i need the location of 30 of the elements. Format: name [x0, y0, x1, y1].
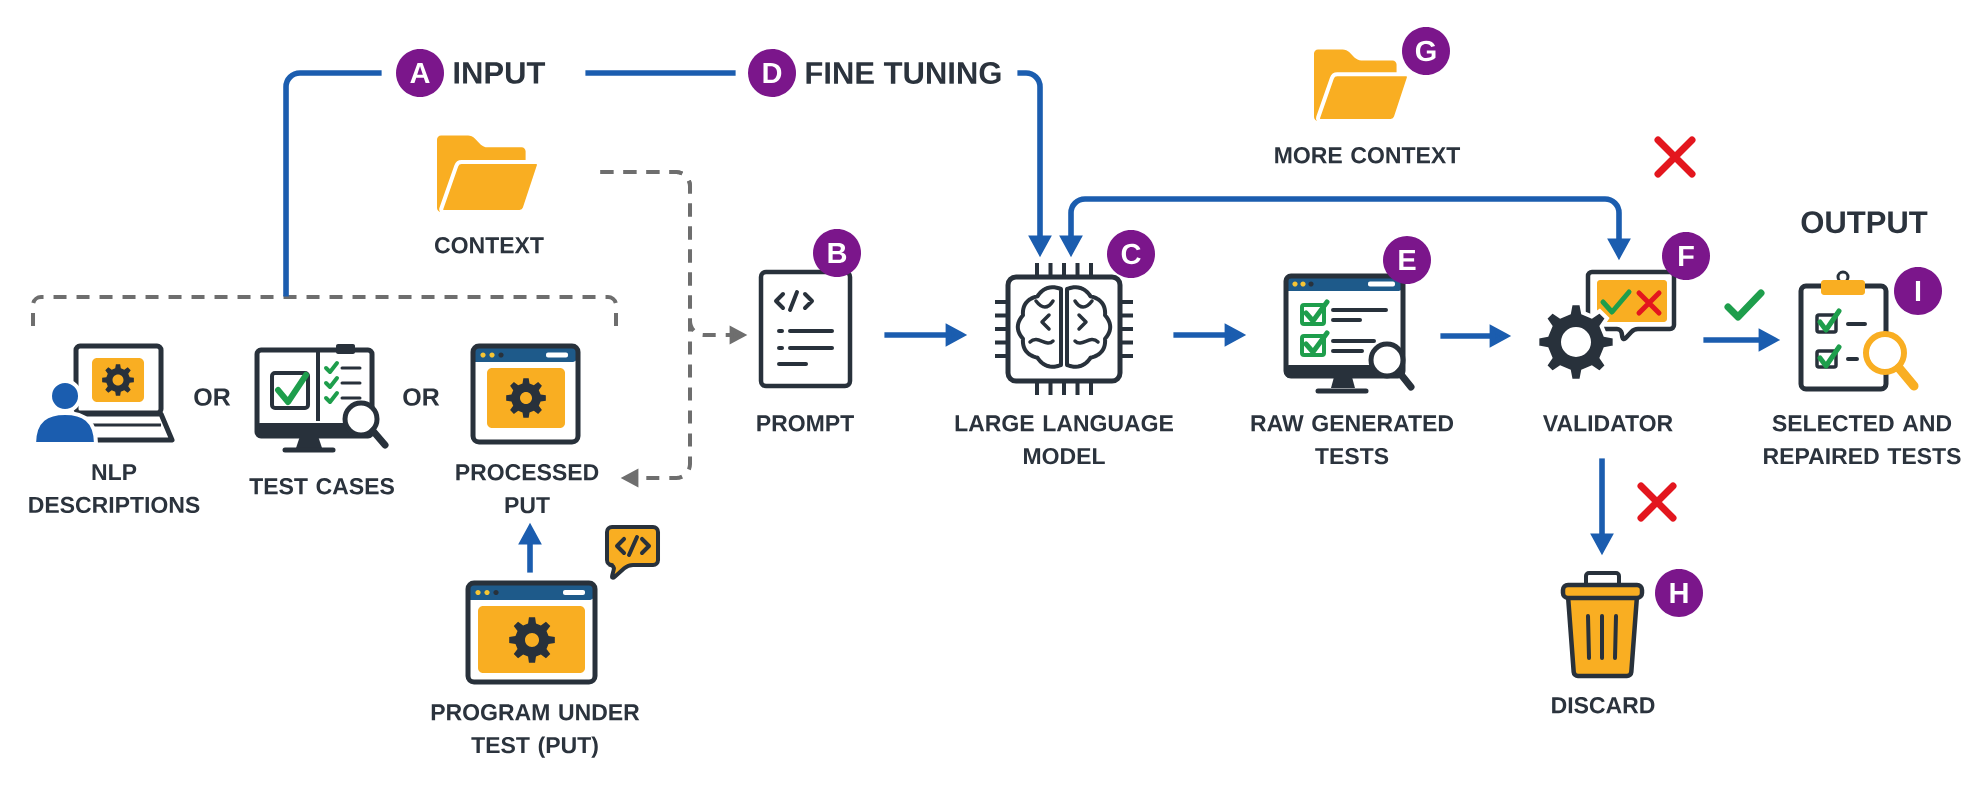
- separator-text: OR: [403, 388, 440, 406]
- section-heading: OUTPUT: [1801, 211, 1928, 234]
- connector-line: [585, 70, 736, 76]
- section-heading: FINE TUNING: [806, 62, 1001, 84]
- icon-caption: PROGRAM UNDER TEST (PUT): [431, 704, 640, 758]
- letter-badge: B: [813, 229, 861, 277]
- icon-caption: TEST CASES: [249, 478, 394, 495]
- letter-badge: C: [1107, 230, 1155, 278]
- icon-caption: RAW GENERATED TESTS: [1251, 415, 1454, 465]
- icon-caption: NLP DESCRIPTIONS: [29, 464, 200, 514]
- dashed-bracket: [31, 295, 618, 326]
- icon-caption: PROMPT: [757, 415, 854, 432]
- icon-caption: MORE CONTEXT: [1275, 147, 1460, 164]
- letter-badge: E: [1383, 236, 1431, 284]
- icon-caption: CONTEXT: [435, 237, 544, 254]
- letter-badge: I: [1894, 267, 1942, 315]
- connector-line: [283, 70, 382, 297]
- section-heading: INPUT: [454, 62, 546, 84]
- icon-caption: VALIDATOR: [1543, 415, 1673, 432]
- icon-caption: LARGE LANGUAGE MODEL: [955, 415, 1173, 465]
- letter-badge: F: [1662, 232, 1710, 280]
- dashed-arrow: [600, 170, 692, 488]
- letter-badge: G: [1402, 27, 1450, 75]
- icon-caption: PROCESSED PUT: [456, 464, 599, 514]
- separator-text: OR: [194, 388, 231, 406]
- letter-badge: A: [396, 49, 444, 97]
- icon-caption: SELECTED AND REPAIRED TESTS: [1764, 415, 1961, 465]
- icon-caption: DISCARD: [1552, 697, 1655, 714]
- letter-badge: D: [748, 49, 796, 97]
- letter-badge: H: [1655, 569, 1703, 617]
